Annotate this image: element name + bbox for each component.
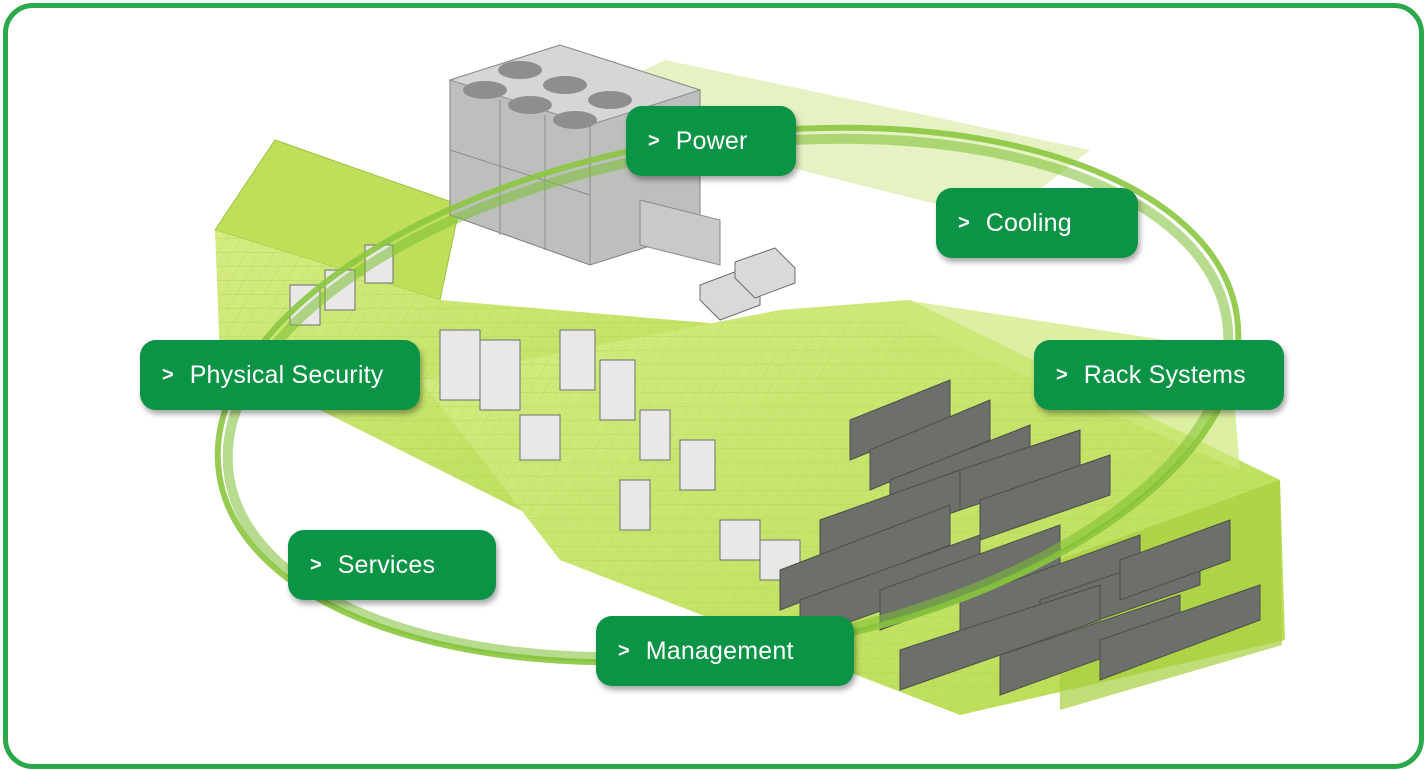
power-label: Power — [675, 126, 748, 155]
cooling-button[interactable]: > Cooling — [936, 188, 1138, 258]
power-button[interactable]: > Power — [626, 106, 796, 176]
chevron-right-icon: > — [1056, 363, 1068, 386]
chiller-units — [448, 44, 721, 266]
chevron-right-icon: > — [648, 129, 660, 152]
chevron-right-icon: > — [618, 639, 630, 662]
chevron-right-icon: > — [310, 553, 322, 576]
chevron-right-icon: > — [162, 363, 174, 386]
cooling-label: Cooling — [985, 208, 1072, 237]
management-button[interactable]: > Management — [596, 616, 854, 686]
management-label: Management — [645, 636, 794, 665]
services-label: Services — [337, 550, 436, 579]
server-racks — [779, 379, 1261, 696]
rack-systems-label: Rack Systems — [1083, 360, 1246, 389]
physical-security-label: Physical Security — [189, 360, 384, 389]
services-button[interactable]: > Services — [288, 530, 496, 600]
rooftop-condensers — [699, 247, 796, 321]
chevron-right-icon: > — [958, 211, 970, 234]
rack-systems-button[interactable]: > Rack Systems — [1034, 340, 1284, 410]
physical-security-button[interactable]: > Physical Security — [140, 340, 420, 410]
